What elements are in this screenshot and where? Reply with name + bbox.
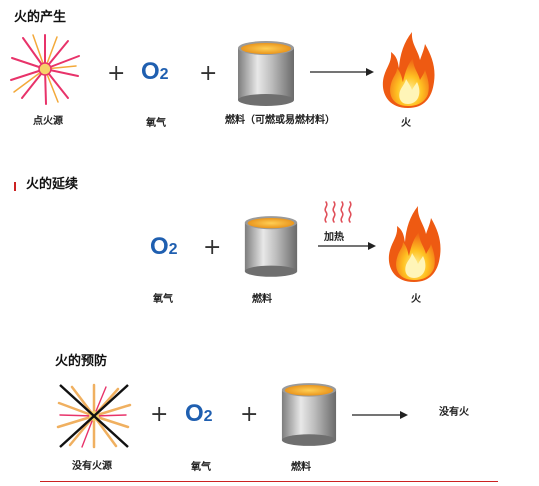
plus-sign: + xyxy=(240,402,259,427)
label-oxygen: 氧气 xyxy=(153,294,173,305)
spark-icon xyxy=(10,34,80,105)
oxygen-symbol: O2 xyxy=(141,58,169,85)
label-fire: 火 xyxy=(411,294,421,305)
fuel-can-icon xyxy=(238,41,294,106)
oxygen-symbol: O2 xyxy=(150,233,178,260)
bottom-divider xyxy=(40,481,498,482)
fuel-can-icon xyxy=(281,383,337,446)
plus-sign: + xyxy=(150,402,169,427)
label-heat: 加热 xyxy=(324,232,344,243)
flame-icon xyxy=(382,32,435,108)
flame-icon xyxy=(388,206,441,282)
arrow-icon xyxy=(318,242,376,250)
label-fuel: 燃料（可燃或易燃材料） xyxy=(225,115,335,126)
label-no-ignition-source: 没有火源 xyxy=(72,461,112,472)
label-oxygen: 氧气 xyxy=(146,118,166,129)
marker-tick xyxy=(14,182,16,191)
section-title-production: 火的产生 xyxy=(14,10,67,25)
label-ignition-source: 点火源 xyxy=(33,116,63,127)
section-title-prevention: 火的预防 xyxy=(55,354,108,369)
arrow-icon xyxy=(310,68,374,76)
plus-sign: + xyxy=(107,61,126,86)
label-oxygen: 氧气 xyxy=(191,462,211,473)
arrow-icon xyxy=(352,411,408,419)
plus-sign: + xyxy=(203,235,222,260)
plus-sign: + xyxy=(199,61,218,86)
section-title-continuation: 火的延续 xyxy=(26,177,79,192)
heat-waves-icon xyxy=(324,201,352,223)
label-fire: 火 xyxy=(401,118,411,129)
fuel-can-icon xyxy=(244,216,298,277)
label-no-fire: 没有火 xyxy=(439,407,469,418)
label-fuel: 燃料 xyxy=(252,294,272,305)
label-fuel: 燃料 xyxy=(291,462,311,473)
oxygen-symbol: O2 xyxy=(185,400,213,427)
crossed-spark-icon xyxy=(56,383,132,449)
